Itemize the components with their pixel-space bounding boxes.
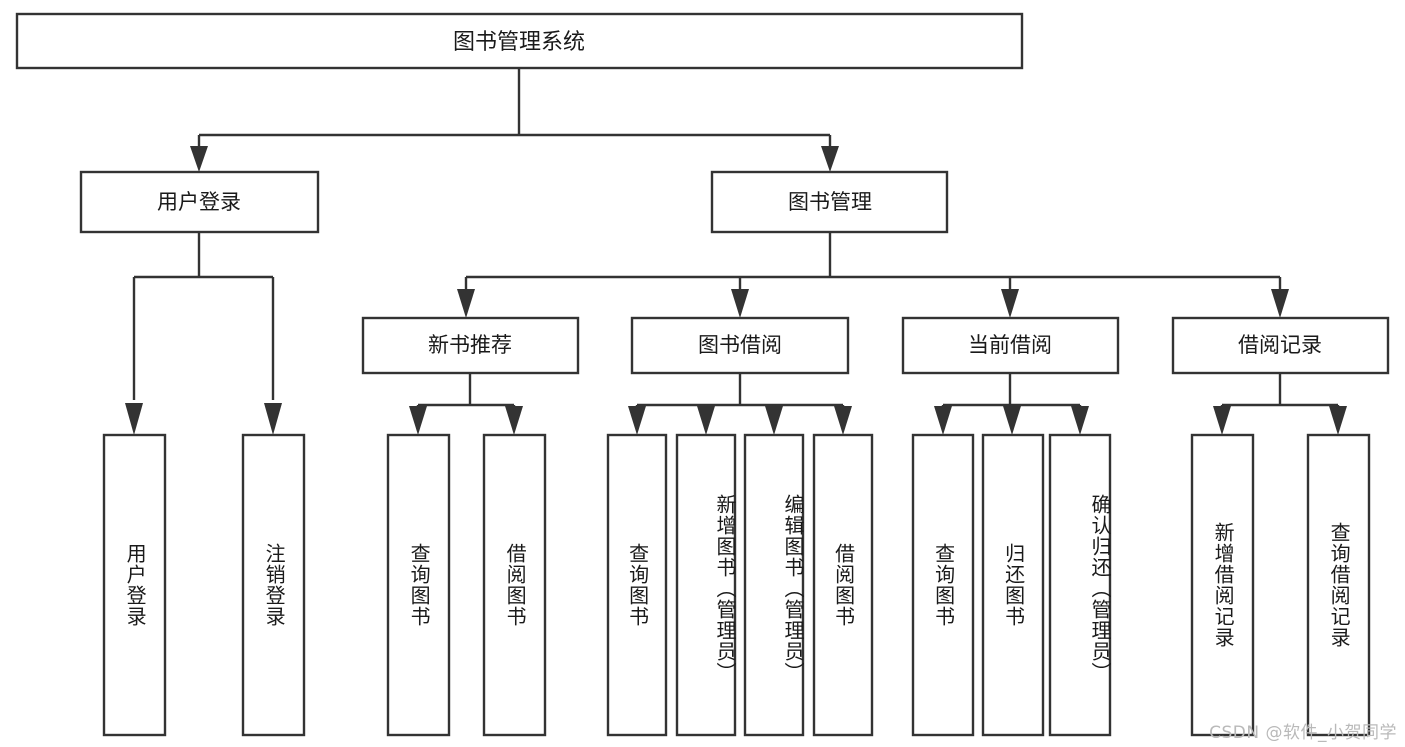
node-borrow-record-box[interactable] bbox=[1171, 316, 1390, 375]
leaf-box-record-query-record[interactable] bbox=[1306, 433, 1371, 737]
arrowhead-user-login bbox=[190, 146, 208, 172]
leaf-box-user-login[interactable] bbox=[102, 433, 167, 737]
node-user-login-label: 用户登录 bbox=[157, 190, 241, 214]
leaf-boxes bbox=[102, 433, 1371, 737]
arrowhead-bookborrow-leaf-3 bbox=[765, 406, 783, 435]
node-user-login-box[interactable] bbox=[79, 170, 320, 234]
node-borrow-record[interactable]: 借阅记录 bbox=[1171, 316, 1390, 375]
arrowhead-leaf-logout bbox=[264, 403, 282, 435]
node-book-management-box[interactable] bbox=[710, 170, 949, 234]
arrowhead-borrowrecord-leaf-1 bbox=[1213, 406, 1231, 435]
node-new-book-recommend-box[interactable] bbox=[361, 316, 580, 375]
node-current-borrow-label: 当前借阅 bbox=[968, 333, 1052, 357]
arrowhead-bookborrow-leaf-2 bbox=[697, 406, 715, 435]
node-user-login[interactable]: 用户登录 bbox=[79, 170, 320, 234]
arrowhead-current-borrow bbox=[1001, 289, 1019, 318]
connectors bbox=[125, 68, 1347, 435]
leaf-box-newbook-borrow-book[interactable] bbox=[482, 433, 547, 737]
node-root-label: 图书管理系统 bbox=[453, 30, 585, 55]
node-root-box[interactable] bbox=[15, 12, 1024, 70]
arrowhead-bookborrow-leaf-4 bbox=[834, 406, 852, 435]
arrowhead-newbook-leaf-2 bbox=[505, 406, 523, 435]
arrowhead-book-mgmt bbox=[821, 146, 839, 172]
node-book-management[interactable]: 图书管理 bbox=[710, 170, 949, 234]
leaf-box-current-confirm-return[interactable] bbox=[1048, 433, 1112, 737]
node-book-management-label: 图书管理 bbox=[788, 190, 872, 214]
node-book-borrow-label: 图书借阅 bbox=[698, 333, 782, 357]
node-current-borrow-box[interactable] bbox=[901, 316, 1120, 375]
csdn-watermark: CSDN @软件_小贺同学 bbox=[1209, 723, 1397, 743]
leaf-box-borrow-borrow-book[interactable] bbox=[812, 433, 874, 737]
arrowhead-bookborrow-leaf-1 bbox=[628, 406, 646, 435]
leaf-box-borrow-query-book[interactable] bbox=[606, 433, 668, 737]
node-book-borrow[interactable]: 图书借阅 bbox=[630, 316, 850, 375]
node-root-book-management-system[interactable]: 图书管理系统 bbox=[15, 12, 1024, 70]
arrowhead-leaf-user-login bbox=[125, 403, 143, 435]
leaf-box-current-query-book[interactable] bbox=[911, 433, 975, 737]
leaf-box-borrow-add-book[interactable] bbox=[675, 433, 737, 737]
arrowhead-new-book-recommend bbox=[457, 289, 475, 318]
arrowhead-book-borrow bbox=[731, 289, 749, 318]
node-new-book-recommend-label: 新书推荐 bbox=[428, 333, 512, 357]
leaf-box-current-return-book[interactable] bbox=[981, 433, 1045, 737]
leaf-box-record-add-record[interactable] bbox=[1190, 433, 1255, 737]
arrowhead-borrowrecord-leaf-2 bbox=[1329, 406, 1347, 435]
node-new-book-recommend[interactable]: 新书推荐 bbox=[361, 316, 580, 375]
leaf-box-newbook-query-book[interactable] bbox=[386, 433, 451, 737]
arrowhead-currentborrow-leaf-3 bbox=[1071, 406, 1089, 435]
arrowhead-borrow-record bbox=[1271, 289, 1289, 318]
node-borrow-record-label: 借阅记录 bbox=[1238, 333, 1322, 357]
arrowhead-currentborrow-leaf-2 bbox=[1003, 406, 1021, 435]
arrowhead-currentborrow-leaf-1 bbox=[934, 406, 952, 435]
leaf-box-borrow-edit-book[interactable] bbox=[743, 433, 805, 737]
arrowhead-newbook-leaf-1 bbox=[409, 406, 427, 435]
node-book-borrow-box[interactable] bbox=[630, 316, 850, 375]
leaf-box-logout[interactable] bbox=[241, 433, 306, 737]
node-current-borrow[interactable]: 当前借阅 bbox=[901, 316, 1120, 375]
